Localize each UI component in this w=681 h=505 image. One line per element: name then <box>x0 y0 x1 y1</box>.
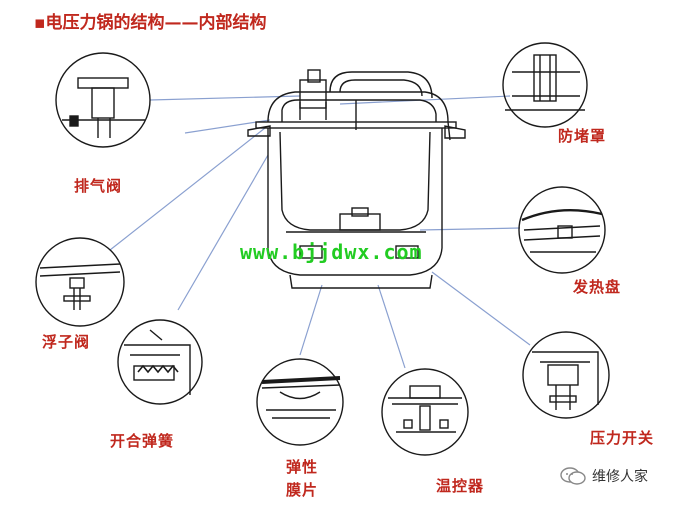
callout-anti-block-cover <box>502 42 588 128</box>
lid-outline <box>267 91 451 141</box>
leader-float-valve <box>109 127 266 251</box>
label-heating-plate: 发热盘 <box>573 278 622 296</box>
watermark-text: 维修人家 <box>592 469 648 485</box>
lid-handle <box>329 71 433 99</box>
leader-heating-plate <box>419 227 521 231</box>
callout-pressure-switch <box>522 331 610 419</box>
left-latch <box>247 125 271 137</box>
leader-exhaust-valve <box>149 95 301 101</box>
website-url: www.bjjdwx.com <box>240 240 423 264</box>
right-latch <box>444 125 466 139</box>
chat-bubble-icon <box>560 467 586 485</box>
heating-element <box>339 213 381 231</box>
leader-anti-block <box>339 95 511 105</box>
valve-housing <box>299 79 327 109</box>
label-anti-block-cover: 防堵罩 <box>558 127 607 145</box>
leader-pressure-switch <box>431 271 531 346</box>
leader-lines <box>109 95 531 369</box>
callout-exhaust-valve <box>55 52 151 148</box>
label-elastic: 弹性 <box>286 458 319 476</box>
leader-membrane <box>299 284 323 356</box>
callout-open-close-spring <box>117 319 203 405</box>
callout-thermostat <box>381 368 469 456</box>
label-exhaust-valve: 排气阀 <box>74 177 123 195</box>
label-float-valve: 浮子阀 <box>42 333 91 351</box>
label-thermostat: 温控器 <box>436 477 485 495</box>
outer-shell <box>267 128 443 276</box>
watermark: 维修人家 <box>560 466 648 486</box>
callout-elastic-membrane <box>256 358 344 446</box>
page-title: ▪电压力锅的结构——内部结构 <box>34 13 267 33</box>
cooker-body <box>247 69 466 289</box>
leader-thermostat <box>377 284 406 369</box>
label-open-close-spring: 开合弹簧 <box>110 432 175 450</box>
callout-float-valve <box>35 237 125 327</box>
callout-heating-plate <box>518 186 606 274</box>
leader-spring <box>177 154 269 311</box>
base <box>289 274 433 289</box>
label-membrane: 膜片 <box>286 481 319 499</box>
label-pressure-switch: 压力开关 <box>590 429 655 447</box>
